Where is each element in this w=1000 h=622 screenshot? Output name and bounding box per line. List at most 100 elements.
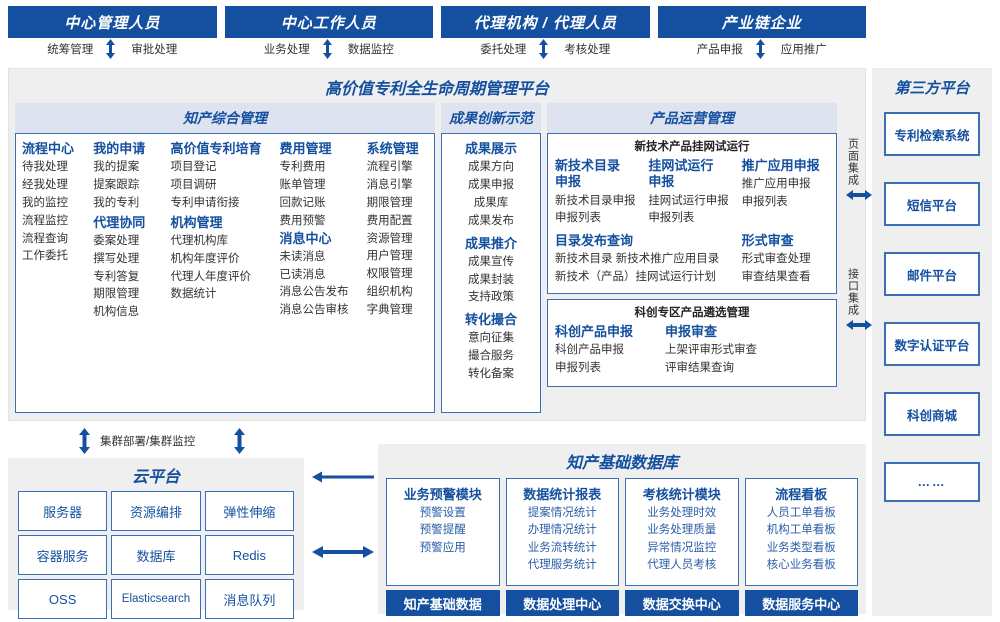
menu-item[interactable]: 申报列表 — [741, 196, 788, 209]
menu-item[interactable]: 成果申报 — [468, 179, 514, 192]
menu-item[interactable]: 流程监控 — [22, 214, 68, 227]
db-card-item[interactable]: 代理人员考核 — [647, 558, 717, 571]
cloud-cell-elastic-scaling[interactable]: 弹性伸缩 — [204, 491, 294, 531]
menu-item[interactable]: 项目登记 — [170, 161, 217, 174]
menu-item[interactable]: 用户管理 — [366, 250, 413, 263]
third-party-item-email[interactable]: 邮件平台 — [884, 252, 980, 296]
menu-item[interactable]: 消息引擎 — [366, 179, 413, 192]
menu-item[interactable]: 流程引擎 — [366, 161, 413, 174]
menu-item[interactable]: 申报列表 — [555, 212, 601, 225]
menu-item[interactable]: 机构信息 — [93, 306, 140, 319]
menu-item[interactable]: 未读消息 — [279, 250, 326, 263]
cloud-cell-container-service[interactable]: 容器服务 — [18, 535, 108, 575]
menu-item[interactable]: 数据统计 — [170, 288, 217, 301]
menu-item[interactable]: 字典管理 — [366, 303, 413, 316]
db-card-item[interactable]: 业务类型看板 — [766, 541, 836, 554]
db-card-item[interactable]: 核心业务看板 — [766, 558, 836, 571]
menu-item[interactable]: 我的专利 — [93, 196, 140, 209]
cloud-cell-resource-orchestration[interactable]: 资源编排 — [111, 491, 201, 531]
db-card-item[interactable]: 预警设置 — [419, 507, 466, 519]
menu-item[interactable]: 新技术目录申报 — [555, 194, 636, 207]
db-card-item[interactable]: 办理情况统计 — [527, 524, 597, 537]
db-card-item[interactable]: 业务流转统计 — [527, 541, 597, 554]
actor-0[interactable]: 中心管理人员 统筹管理 审批处理 — [8, 6, 217, 62]
db-card-item[interactable]: 异常情况监控 — [647, 541, 717, 554]
db-card-item[interactable]: 预警应用 — [419, 541, 466, 554]
db-card-item[interactable]: 业务处理时效 — [647, 507, 717, 519]
menu-item[interactable]: 评审结果查询 — [665, 362, 734, 375]
menu-item[interactable]: 代理人年度评价 — [170, 270, 252, 283]
menu-item[interactable]: 成果方向 — [468, 161, 514, 174]
menu-item[interactable]: 上架评审形式审查 — [665, 344, 757, 357]
db-footer-exchange-center[interactable]: 数据交换中心 — [625, 590, 739, 616]
menu-item[interactable]: 提案跟踪 — [93, 179, 140, 192]
menu-item[interactable]: 权限管理 — [366, 268, 413, 281]
menu-item[interactable]: 成果库 — [473, 196, 509, 209]
menu-item[interactable]: 专利答复 — [93, 270, 140, 283]
menu-item[interactable]: 资源管理 — [366, 232, 413, 245]
db-card-item[interactable]: 提案情况统计 — [527, 507, 597, 519]
cloud-cell-elasticsearch[interactable]: Elasticsearch — [111, 579, 201, 619]
actor-1[interactable]: 中心工作人员 业务处理 数据监控 — [224, 6, 433, 62]
menu-item[interactable]: 科创产品申报 — [555, 344, 624, 357]
menu-item[interactable]: 成果宣传 — [468, 255, 514, 268]
menu-item[interactable]: 审查结果查看 — [741, 271, 811, 284]
menu-item[interactable]: 费用预警 — [279, 214, 326, 227]
menu-item[interactable]: 项目调研 — [170, 179, 217, 192]
menu-item[interactable]: 委案处理 — [93, 234, 140, 247]
db-card-item[interactable]: 人员工单看板 — [766, 507, 836, 519]
third-party-item-patent-search[interactable]: 专利检索系统 — [884, 112, 980, 156]
cloud-cell-redis[interactable]: Redis — [204, 535, 294, 575]
menu-item[interactable]: 专利申请衔接 — [170, 196, 240, 209]
db-footer-service-center[interactable]: 数据服务中心 — [744, 590, 858, 616]
menu-item[interactable]: 组织机构 — [366, 285, 413, 298]
actor-2[interactable]: 代理机构 / 代理人员 委托处理 考核处理 — [441, 6, 650, 62]
menu-item[interactable]: 支持政策 — [468, 291, 514, 304]
menu-item[interactable]: 机构年度评价 — [170, 252, 240, 265]
menu-item[interactable]: 形式审查处理 — [741, 253, 811, 266]
db-card-item[interactable]: 业务处理质量 — [647, 524, 717, 537]
cloud-cell-database[interactable]: 数据库 — [111, 535, 201, 575]
cloud-cell-message-queue[interactable]: 消息队列 — [204, 579, 294, 619]
db-footer-basic-data[interactable]: 知产基础数据 — [386, 590, 500, 616]
menu-item[interactable]: 代理机构库 — [170, 234, 229, 247]
cloud-cell-server[interactable]: 服务器 — [18, 491, 108, 531]
actor-3[interactable]: 产业链企业 产品申报 应用推广 — [657, 6, 866, 62]
menu-item[interactable]: 成果封装 — [468, 273, 514, 286]
menu-item[interactable]: 回款记账 — [279, 196, 326, 209]
menu-item[interactable]: 专利费用 — [279, 161, 326, 174]
third-party-item-sci-mall[interactable]: 科创商城 — [884, 392, 980, 436]
third-party-item-sms[interactable]: 短信平台 — [884, 182, 980, 226]
menu-item[interactable]: 消息公告审核 — [279, 304, 349, 317]
menu-item[interactable]: 推广应用申报 — [741, 178, 811, 191]
menu-item[interactable]: 工作委托 — [22, 250, 68, 263]
db-card-item[interactable]: 机构工单看板 — [766, 524, 836, 537]
menu-item[interactable]: 我的提案 — [93, 161, 140, 174]
menu-item[interactable]: 新技术目录 新技术推广应用目录 — [555, 253, 720, 266]
menu-item[interactable]: 意向征集 — [468, 332, 514, 345]
menu-item[interactable]: 已读消息 — [279, 268, 326, 281]
menu-item[interactable]: 我的监控 — [22, 196, 68, 209]
db-footer-processing-center[interactable]: 数据处理中心 — [505, 590, 619, 616]
cloud-cell-oss[interactable]: OSS — [18, 579, 108, 619]
db-card-item[interactable]: 预警提醒 — [419, 524, 466, 537]
menu-item[interactable]: 转化备案 — [468, 368, 514, 381]
menu-item[interactable]: 费用配置 — [366, 214, 413, 227]
menu-item[interactable]: 申报列表 — [555, 362, 601, 375]
menu-item[interactable]: 账单管理 — [279, 179, 326, 192]
menu-item[interactable]: 成果发布 — [468, 214, 514, 227]
menu-item[interactable]: 新技术（产品）挂网试运行计划 — [555, 271, 716, 284]
third-party-item-more[interactable]: …… — [884, 462, 980, 502]
menu-item[interactable]: 经我处理 — [22, 179, 68, 192]
menu-item[interactable]: 流程查询 — [22, 232, 68, 245]
third-party-item-digital-cert[interactable]: 数字认证平台 — [884, 322, 980, 366]
menu-item[interactable]: 撮合服务 — [468, 350, 514, 363]
menu-item[interactable]: 期限管理 — [93, 288, 140, 301]
menu-item[interactable]: 期限管理 — [366, 196, 413, 209]
menu-item[interactable]: 待我处理 — [22, 161, 68, 174]
menu-item[interactable]: 撰写处理 — [93, 252, 140, 265]
menu-item[interactable]: 消息公告发布 — [279, 286, 349, 299]
menu-item[interactable]: 挂网试运行申报 — [648, 194, 729, 207]
db-card-item[interactable]: 代理服务统计 — [527, 558, 597, 571]
menu-item[interactable]: 申报列表 — [648, 212, 695, 225]
